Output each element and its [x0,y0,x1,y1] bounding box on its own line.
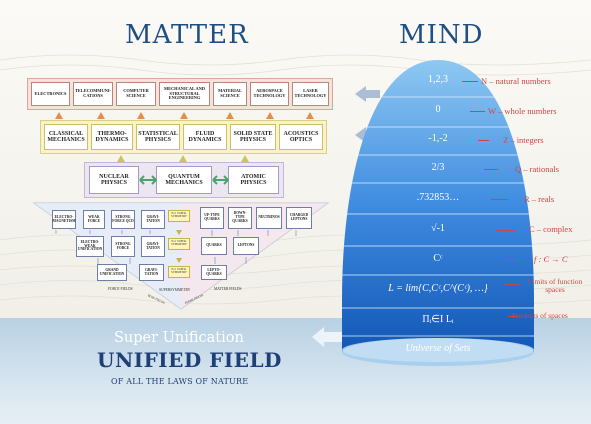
weak-force: WEAK FORCE [83,210,105,229]
leptoquarks: LEPTO-QUARKS [201,265,227,280]
strong-force-qcd: STRONG FORCE QCD [111,210,135,229]
mind-level-limits: L = lim{C,Cᶜ,C^(Cᶜ), …} [388,283,488,294]
gravitation-2: GRAVI-TATION [141,236,165,257]
super-unification: Super Unification [114,330,244,346]
applied-computer-science: COMPUTER SCIENCE [116,82,156,106]
charged-leptons: CHARGED LEPTONS [286,207,312,229]
quarks: QUARKS [201,237,227,255]
dash-connector [491,199,508,200]
applied-electronics: ELECTRONICS [31,82,70,106]
arrow-up-icon [55,112,63,119]
leptons: LEPTONS [233,237,259,255]
nuclear-physics: NUCLEAR PHYSICS [89,166,139,194]
arrow-up-icon [241,155,249,162]
mind-level-complex: √-1 [431,223,445,234]
dash-connector [470,111,485,112]
label-natural-numbers: N – natural numbers [481,76,551,86]
dash-connector [462,81,478,82]
classical-mechanics: CLASSICAL MECHANICS [44,124,88,150]
mind-level-whole: 0 [435,104,441,115]
label-integers: Z – integers [503,135,544,145]
mind-level-naturals: 1,2,3 [428,74,448,85]
dash-connector [505,284,519,285]
solid-state-physics: SOLID STATE PHYSICS [230,124,276,150]
dash-connector [508,316,518,317]
arrow-up-icon [179,155,187,162]
applied-aerospace: AEROSPACE TECHNOLOGY [250,82,289,106]
force-fields-label: FORCE FIELDS [108,287,133,291]
mind-level-rationals: 2/3 [431,162,445,173]
gravitation-1: GRAVI-TATION [141,210,165,229]
down-type-quarks: DOWN-TYPE QUARKS [228,207,252,229]
arrow-up-icon [117,155,125,162]
mind-level-reals: .732853… [416,192,460,203]
applied-telecom: TELECOMMUNI-CATIONS [73,82,113,106]
mind-level-integers: -1,-2 [428,133,448,144]
arrow-up-icon [180,112,188,119]
applied-material: MATERIAL SCIENCE [213,82,247,106]
label-reals: R – reals [524,194,555,204]
of-all-the-laws: OF ALL THE LAWS OF NATURE [111,377,249,386]
statistical-physics: STATISTICAL PHYSICS [136,124,180,150]
applied-laser: LASER TECHNOLOGY [292,82,329,106]
supersymmetry-label: SUPERSYMMETRY [159,288,191,292]
label-rationals: Q – rationals [515,164,559,174]
arrow-up-icon [266,112,274,119]
gravitation-3: GRAVI-TATION [139,264,164,281]
label-products-of-spaces: Products of spaces [512,311,568,320]
fluid-dynamics: FLUID DYNAMICS [183,124,227,150]
strong-force: STRONG FORCE [111,236,135,257]
dash-connector [484,169,498,170]
double-arrow-icon [139,175,229,185]
grand-unification: GRAND UNIFICATION [97,264,127,281]
arrow-up-icon [97,112,105,119]
mind-level-products: Πᵢ∈I Lᵢ [422,314,454,325]
label-complex: C – complex [529,224,573,234]
dash-connector [501,259,522,260]
arrow-up-icon [226,112,234,119]
arrow-up-icon [306,112,314,119]
quantum-mechanics: QUANTUM MECHANICS [156,166,212,194]
arrow-up-icon [137,112,145,119]
neutrinos: NEUTRINOS [256,207,282,229]
matter-fields-label: MATTER FIELDS [214,287,242,291]
label-limits-function-spaces: Limits of function spaces [527,277,583,295]
unified-field: UNIFIED FIELD [97,348,282,372]
dash-connector [478,140,489,141]
label-whole-numbers: W – whole numbers [488,106,557,116]
supersymmetry-tag: N=1 SUPER-SYMMETRY [168,210,190,222]
mind-title: MIND [399,20,484,50]
dash-connector [497,230,515,231]
matter-title: MATTER [125,20,249,50]
up-type-quarks: UP-TYPE QUARKS [200,207,224,229]
electromagnetism: ELECTRO-MAGNETISM [52,210,76,229]
label-function-map: f : C → C [534,254,568,264]
atomic-physics: ATOMIC PHYSICS [228,166,279,194]
mind-level-universe: Universe of Sets [405,343,471,354]
acoustics-optics: ACOUSTICS OPTICS [279,124,323,150]
supersymmetry-tag: N=1 SUPER-SYMMETRY [168,266,190,278]
mind-level-functions: Cᶜ [433,253,443,264]
electroweak-unification: ELECTRO-WEAK UNIFICATION [76,236,104,257]
thermodynamics: THERMO-DYNAMICS [91,124,133,150]
applied-mechanical: MECHANICAL AND STRUCTURAL ENGINEERING [159,82,210,106]
supersymmetry-tag: N=1 SUPER-SYMMETRY [168,238,190,250]
